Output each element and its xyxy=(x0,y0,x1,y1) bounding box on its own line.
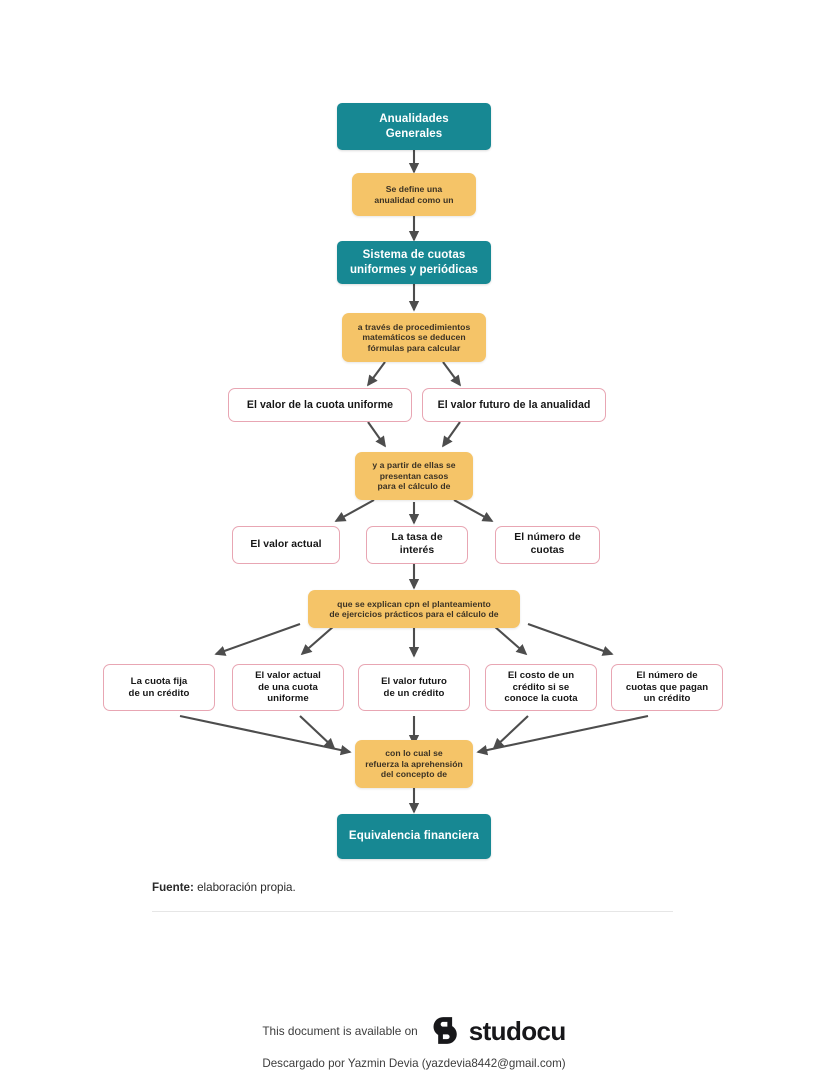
node-numero-cuotas-pagan-credito: El número de cuotas que pagan un crédito xyxy=(611,664,723,711)
source-text: elaboración propia. xyxy=(193,881,296,894)
source-label: Fuente: xyxy=(152,881,194,894)
node-anualidades-generales: Anualidades Generales xyxy=(337,103,491,150)
node-valor-futuro-anualidad: El valor futuro de la anualidad xyxy=(422,388,606,422)
studocu-footer: This document is available on studocu De… xyxy=(0,1015,828,1070)
node-refuerza-aprehension: con lo cual se refuerza la aprehensión d… xyxy=(355,740,473,788)
studocu-s-icon xyxy=(433,1017,457,1044)
arrow-n7-n10 xyxy=(453,499,494,522)
brand-row: This document is available on studocu xyxy=(0,1015,828,1046)
node-valor-actual-cuota-uniforme: El valor actual de una cuota uniforme xyxy=(232,664,344,711)
arrow-n11-n12 xyxy=(214,623,301,656)
studocu-logo: studocu xyxy=(431,1015,566,1046)
arrow-n5-n7 xyxy=(367,421,386,448)
studocu-wordmark: studocu xyxy=(468,1015,567,1046)
arrow-n13-n17 xyxy=(299,715,336,750)
node-procedimientos-matematicos: a través de procedimientos matemáticos s… xyxy=(342,313,486,362)
node-valor-cuota-uniforme: El valor de la cuota uniforme xyxy=(228,388,412,422)
arrow-n4-n5 xyxy=(367,361,386,387)
available-on-text: This document is available on xyxy=(262,1023,418,1038)
source-note: Fuente: elaboración propia. xyxy=(152,881,296,894)
node-presentan-casos: y a partir de ellas se presentan casos p… xyxy=(355,452,473,500)
arrow-n11-n15 xyxy=(493,625,528,656)
arrow-n7-n8 xyxy=(334,499,375,522)
arrow-n12-n17 xyxy=(179,714,352,756)
arrow-n4-n6 xyxy=(442,361,461,387)
arrow-n6-n7 xyxy=(442,421,461,448)
downloaded-by-text: Descargado por Yazmin Devia (yazdevia844… xyxy=(262,1057,566,1070)
node-se-define-una-anualidad: Se define una anualidad como un xyxy=(352,173,476,216)
node-sistema-de-cuotas: Sistema de cuotas uniformes y periódicas xyxy=(337,241,491,284)
node-el-valor-actual: El valor actual xyxy=(232,526,340,564)
arrow-n11-n16 xyxy=(527,623,614,656)
node-el-numero-de-cuotas: El número de cuotas xyxy=(495,526,600,564)
arrow-n15-n17 xyxy=(492,715,529,750)
footer-divider xyxy=(152,911,673,912)
node-la-tasa-de-interes: La tasa de interés xyxy=(366,526,468,564)
node-ejercicios-practicos: que se explican cpn el planteamiento de … xyxy=(308,590,520,628)
arrow-n16-n17 xyxy=(476,714,649,756)
node-costo-credito-conoce-cuota: El costo de un crédito si se conoce la c… xyxy=(485,664,597,711)
node-equivalencia-financiera: Equivalencia financiera xyxy=(337,814,491,859)
node-valor-futuro-credito: El valor futuro de un crédito xyxy=(358,664,470,711)
node-cuota-fija-credito: La cuota fija de un crédito xyxy=(103,664,215,711)
arrow-n11-n13 xyxy=(300,625,335,656)
